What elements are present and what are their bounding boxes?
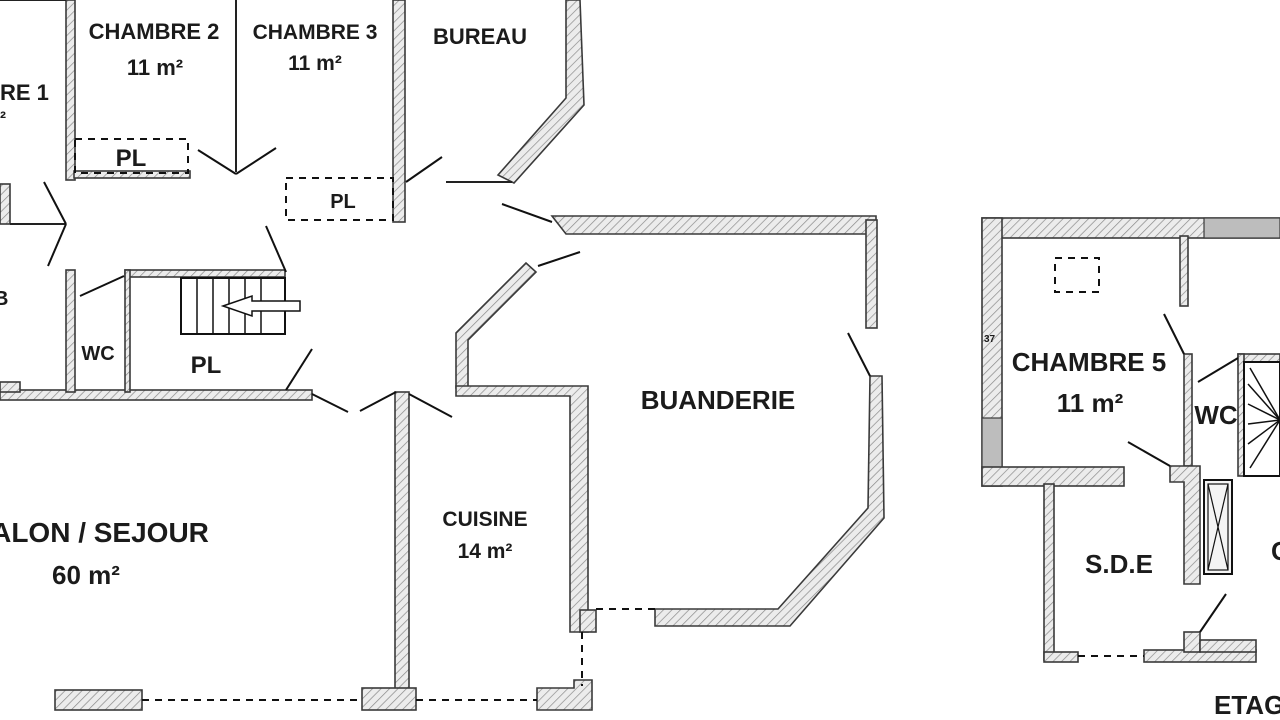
wall bbox=[496, 0, 585, 184]
wall bbox=[54, 689, 143, 711]
room-label-closet-2: PL bbox=[330, 191, 356, 213]
wall bbox=[361, 687, 417, 711]
wall bbox=[455, 385, 589, 633]
wall bbox=[1183, 353, 1193, 467]
room-label-bureau: BUREAU bbox=[433, 24, 527, 49]
wall bbox=[455, 261, 538, 389]
wall bbox=[1199, 639, 1257, 653]
wall bbox=[394, 391, 410, 691]
closet-outline bbox=[74, 138, 189, 174]
room-label-chambre-2: CHAMBRE 2 bbox=[89, 19, 220, 44]
closet-outline bbox=[285, 177, 394, 221]
wall bbox=[0, 389, 313, 401]
closets bbox=[74, 138, 394, 221]
wall bbox=[1179, 235, 1189, 307]
wall bbox=[550, 215, 877, 235]
skylight-outline bbox=[1054, 257, 1100, 293]
room-area-chambre-2: 11 m² bbox=[127, 55, 183, 80]
door-swings bbox=[43, 147, 871, 418]
wall bbox=[0, 381, 21, 393]
room-label-closet-1: PL bbox=[116, 145, 147, 172]
room-area-cuisine: 14 m² bbox=[458, 540, 513, 563]
wall bbox=[392, 0, 406, 223]
room-label-c-partial: C bbox=[1271, 536, 1280, 566]
room-area-chambre-1: ² bbox=[0, 108, 6, 128]
room-label-b: B bbox=[0, 288, 8, 310]
wall bbox=[0, 183, 11, 225]
partitions bbox=[0, 0, 512, 225]
wall bbox=[654, 375, 885, 627]
room-label-sde: S.D.E bbox=[1085, 549, 1153, 579]
dimension-label: 37 bbox=[984, 334, 996, 345]
wall bbox=[65, 0, 76, 181]
openings bbox=[142, 608, 655, 701]
left-building-walls bbox=[0, 0, 885, 711]
room-label-wc-1: WC bbox=[81, 343, 114, 365]
room-area-chambre-5: 11 m² bbox=[1057, 388, 1124, 418]
right-building-details bbox=[1054, 257, 1280, 657]
room-area-salon: 60 m² bbox=[52, 560, 120, 590]
floor-label-etage: ETAG bbox=[1214, 690, 1280, 720]
wall bbox=[73, 170, 191, 179]
right-building-walls bbox=[981, 217, 1280, 663]
wall bbox=[865, 219, 878, 329]
wall bbox=[124, 269, 131, 393]
room-label-wc-2: WC bbox=[1194, 400, 1238, 430]
wall-grey-block bbox=[1203, 217, 1280, 239]
room-label-cuisine: CUISINE bbox=[442, 508, 527, 531]
stair-arrow bbox=[220, 294, 301, 318]
wall bbox=[1169, 465, 1201, 585]
wall bbox=[579, 609, 597, 633]
room-label-buanderie: BUANDERIE bbox=[641, 385, 796, 415]
wall bbox=[1183, 631, 1201, 653]
room-area-chambre-3: 11 m² bbox=[288, 52, 342, 75]
wall bbox=[1043, 651, 1079, 663]
staircase bbox=[180, 277, 301, 335]
room-label-chambre-1: RE 1 bbox=[0, 80, 49, 105]
wall bbox=[124, 269, 286, 278]
room-label-chambre-3: CHAMBRE 3 bbox=[253, 21, 378, 44]
wall-grey-block bbox=[981, 417, 1003, 469]
wall bbox=[536, 679, 593, 711]
room-label-closet-3: PL bbox=[191, 352, 222, 379]
room-label-chambre-5: CHAMBRE 5 bbox=[1012, 347, 1167, 377]
room-labels: RE 1 ² CHAMBRE 2 11 m² CHAMBRE 3 11 m² B… bbox=[0, 19, 1280, 720]
wall bbox=[65, 269, 76, 393]
room-label-salon: ALON / SEJOUR bbox=[0, 517, 209, 548]
wall bbox=[981, 466, 1125, 487]
wall bbox=[1043, 483, 1055, 661]
